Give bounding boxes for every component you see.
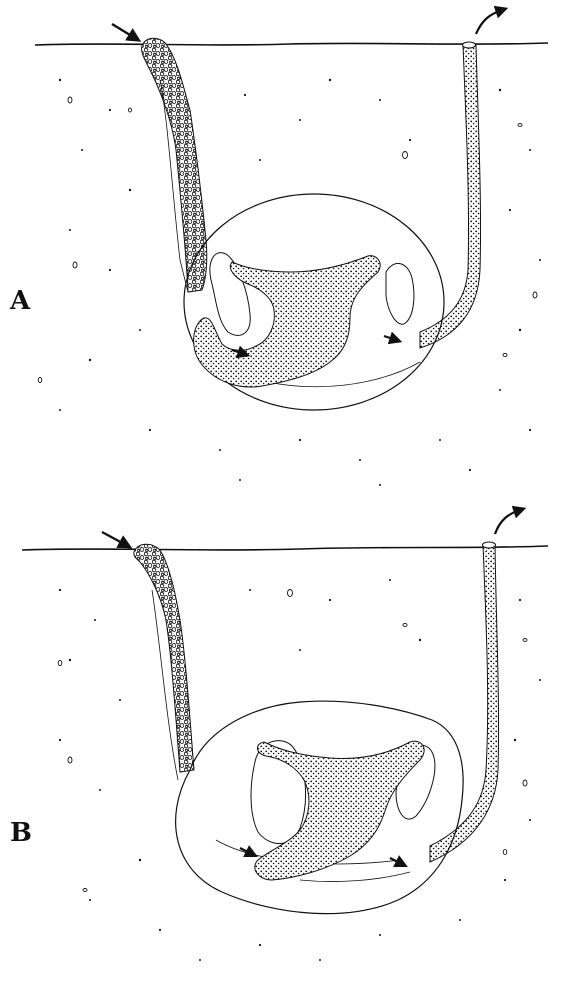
- flow-arrow-in-a: [112, 24, 135, 38]
- panel-b: [22, 510, 548, 961]
- excurrent-opening-a: [463, 42, 476, 48]
- excurrent-tube-a: [420, 45, 481, 348]
- panel-a: [35, 10, 548, 486]
- flow-arrow-out-a: [476, 10, 502, 34]
- incurrent-plug-b: [134, 544, 194, 772]
- flow-arrow-out-b: [495, 510, 520, 534]
- panel-label-a: A: [10, 286, 30, 316]
- excurrent-tube-b: [430, 545, 499, 862]
- burrow-floor-b2: [300, 872, 410, 882]
- sediment-surface-b: [22, 546, 548, 550]
- flow-arrow-in-b: [102, 532, 126, 545]
- inner-cavity-right-a: [386, 263, 414, 324]
- excurrent-opening-b: [483, 542, 496, 548]
- panel-label-b: B: [10, 818, 32, 848]
- flow-arrow-inner2-a: [384, 336, 396, 340]
